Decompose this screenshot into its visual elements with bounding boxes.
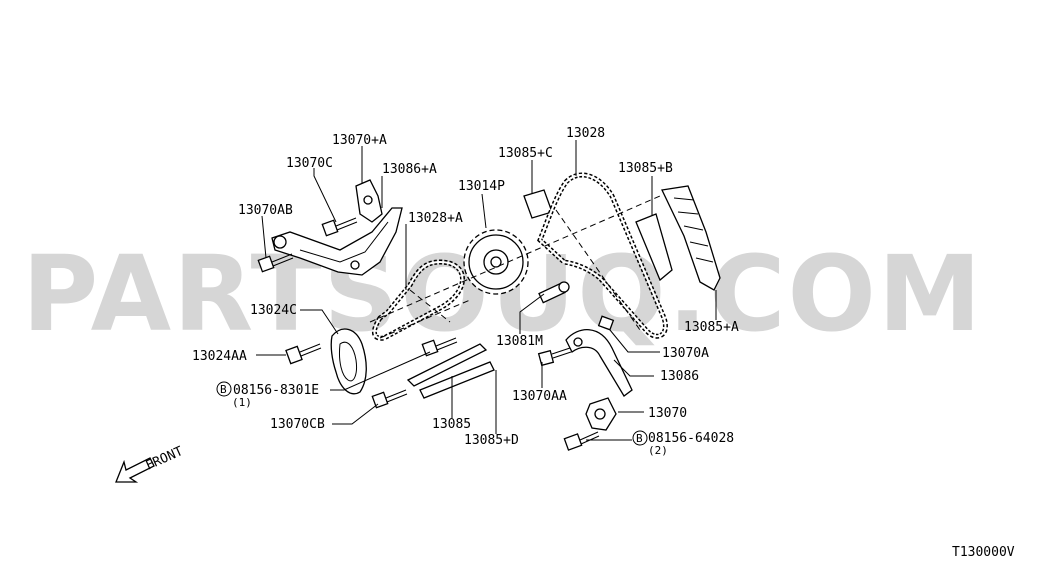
bolt-08156-64028[interactable] bbox=[563, 431, 600, 451]
tensioner-arm-13086[interactable] bbox=[565, 329, 633, 397]
label-13028: 13028 bbox=[566, 126, 605, 141]
bolt-13024aa[interactable] bbox=[285, 343, 322, 365]
tensioner-13070[interactable] bbox=[585, 397, 617, 431]
leader-13070c bbox=[313, 168, 337, 223]
sprocket-13014p[interactable] bbox=[463, 229, 529, 295]
label-13085-a: 13085+A bbox=[684, 320, 739, 335]
label-08156-64028-qty: (2) bbox=[648, 444, 668, 457]
leader-13081m bbox=[519, 293, 545, 334]
label-13070ab: 13070AB bbox=[238, 203, 293, 218]
label-13070: 13070 bbox=[648, 406, 687, 421]
leader-13070cb bbox=[332, 403, 379, 425]
leader-13070a bbox=[609, 329, 660, 353]
timing-chain-13028-a[interactable] bbox=[372, 259, 465, 341]
label-13070aa: 13070AA bbox=[512, 389, 567, 404]
label-13085-b: 13085+B bbox=[618, 161, 673, 176]
chain-guide-13085-d[interactable] bbox=[419, 361, 495, 399]
svg-text:B: B bbox=[220, 383, 227, 396]
label-13014p: 13014P bbox=[458, 179, 505, 194]
label-13085: 13085 bbox=[432, 417, 471, 432]
timing-chain-13028[interactable] bbox=[537, 172, 668, 339]
label-08156-8301e: 08156-8301E bbox=[233, 383, 319, 398]
leader-08156-8301e bbox=[330, 351, 431, 391]
label-08156-8301e-qty: (1) bbox=[232, 396, 252, 409]
bolt-13070aa[interactable] bbox=[537, 347, 572, 367]
label-08156-64028: 08156-64028 bbox=[648, 431, 734, 446]
centerline-2 bbox=[379, 299, 471, 339]
centerline-1 bbox=[369, 195, 661, 323]
plate-13024c[interactable] bbox=[330, 328, 367, 395]
bracket-13070-a[interactable] bbox=[355, 179, 383, 223]
centerline-4 bbox=[409, 289, 451, 323]
chain-guide-13085-b[interactable] bbox=[635, 213, 673, 282]
chain-guide-13085[interactable] bbox=[406, 343, 488, 387]
label-13086: 13086 bbox=[660, 369, 699, 384]
leader-13070ab bbox=[261, 215, 267, 259]
chain-guide-13085-c[interactable] bbox=[523, 189, 553, 219]
label-13024c: 13024C bbox=[250, 303, 297, 318]
leader-13014p bbox=[481, 193, 487, 229]
label-13081m: 13081M bbox=[496, 334, 543, 349]
bolt-13070ab[interactable] bbox=[257, 253, 294, 273]
label-13085-d: 13085+D bbox=[464, 433, 519, 448]
bolt-13070c[interactable] bbox=[321, 217, 358, 237]
chain-guide-arm-13086-a[interactable] bbox=[271, 207, 403, 276]
badge-b-08156-64028: B bbox=[632, 430, 648, 446]
label-13085-c: 13085+C bbox=[498, 146, 553, 161]
centerline-3 bbox=[555, 209, 641, 331]
bolt-13070cb[interactable] bbox=[371, 389, 408, 409]
label-13070cb: 13070CB bbox=[270, 417, 325, 432]
label-13024aa: 13024AA bbox=[192, 349, 247, 364]
badge-b-08156-8301e: B bbox=[216, 381, 232, 397]
bolt-13070a[interactable] bbox=[597, 315, 615, 331]
label-13070c: 13070C bbox=[286, 156, 333, 171]
label-13086-a: 13086+A bbox=[382, 162, 437, 177]
svg-text:B: B bbox=[636, 432, 643, 445]
front-label: FRONT bbox=[144, 444, 186, 474]
chain-tensioner-13081m[interactable] bbox=[538, 281, 570, 304]
front-arrow-icon bbox=[115, 457, 155, 483]
chain-guide-13085-a[interactable] bbox=[661, 185, 721, 291]
leader-13086 bbox=[613, 359, 654, 377]
diagram-code: T130000V bbox=[952, 545, 1015, 560]
bolt-08156-8301e[interactable] bbox=[421, 337, 458, 357]
label-13070-a: 13070+A bbox=[332, 133, 387, 148]
leader-13024c bbox=[300, 309, 339, 335]
label-13070a: 13070A bbox=[662, 346, 709, 361]
label-13028-a: 13028+A bbox=[408, 211, 463, 226]
